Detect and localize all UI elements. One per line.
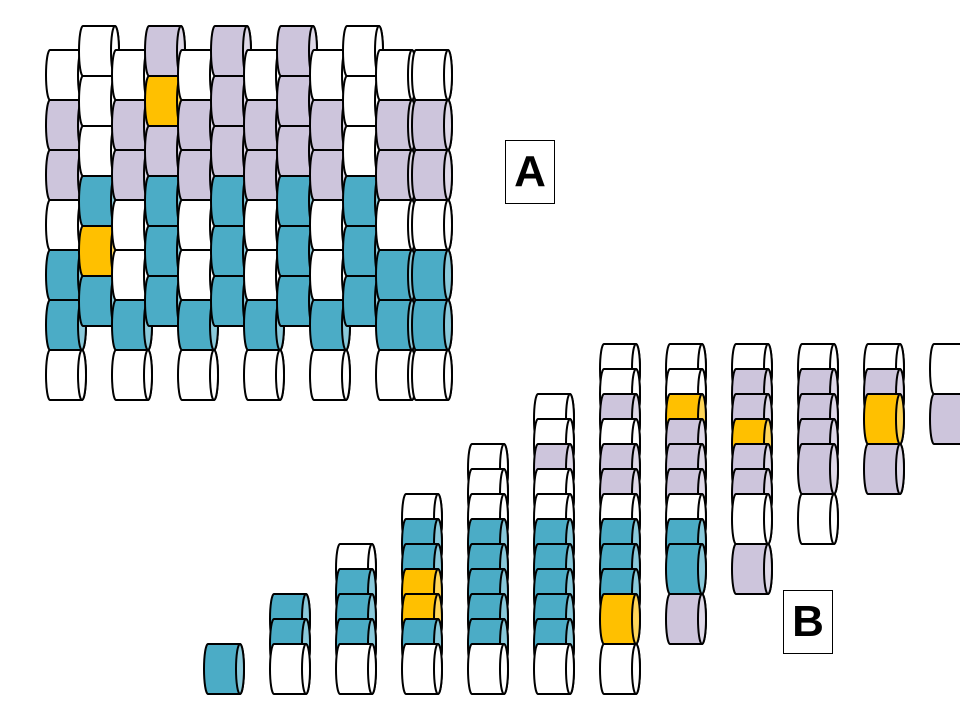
bead-grid-a	[45, 25, 453, 401]
bead-a-odd-6-2	[411, 149, 453, 201]
bead-a-odd-4-6	[309, 349, 351, 401]
bead-b-odd-3-0	[401, 643, 443, 695]
bead-b-odd-6-0	[599, 643, 641, 695]
bead-b-odd-5-6	[929, 343, 960, 395]
bead-b-odd-6-4	[863, 443, 905, 495]
bead-a-odd-5-2	[375, 149, 417, 201]
bead-a-odd-6-3	[411, 199, 453, 251]
bead-a-odd-5-6	[375, 349, 417, 401]
bead-a-odd-5-4	[375, 249, 417, 301]
bead-a-odd-1-6	[111, 349, 153, 401]
label-b: B	[783, 590, 833, 654]
bead-b-odd-5-2	[665, 543, 707, 595]
bead-a-odd-6-5	[411, 299, 453, 351]
bead-b-odd-4-0	[467, 643, 509, 695]
bead-a-odd-5-3	[375, 199, 417, 251]
bead-a-odd-5-1	[375, 99, 417, 151]
bead-b-odd-5-1	[599, 593, 641, 645]
bead-grid-b	[203, 343, 960, 695]
bead-a-odd-6-6	[411, 349, 453, 401]
bead-a-odd-3-6	[243, 349, 285, 401]
bead-b-odd-6-3	[797, 493, 839, 545]
bead-a-even-0-0	[78, 25, 120, 77]
bead-a-odd-5-5	[375, 299, 417, 351]
bead-a-odd-5-0	[375, 49, 417, 101]
bead-b-odd-0-0	[203, 643, 245, 695]
bead-b-odd-6-2	[731, 543, 773, 595]
bead-b-odd-5-0	[533, 643, 575, 695]
bead-a-odd-0-6	[45, 349, 87, 401]
bead-b-odd-1-0	[269, 643, 311, 695]
bead-b-odd-6-1	[665, 593, 707, 645]
bead-b-odd-5-5	[863, 393, 905, 445]
bead-a-odd-6-0	[411, 49, 453, 101]
bead-b-odd-6-5	[929, 393, 960, 445]
bead-b-odd-5-4	[797, 443, 839, 495]
bead-a-odd-6-4	[411, 249, 453, 301]
bead-b-odd-2-0	[335, 643, 377, 695]
bead-a-odd-6-1	[411, 99, 453, 151]
bead-a-odd-2-6	[177, 349, 219, 401]
label-a: A	[505, 140, 555, 204]
bead-b-odd-5-3	[731, 493, 773, 545]
